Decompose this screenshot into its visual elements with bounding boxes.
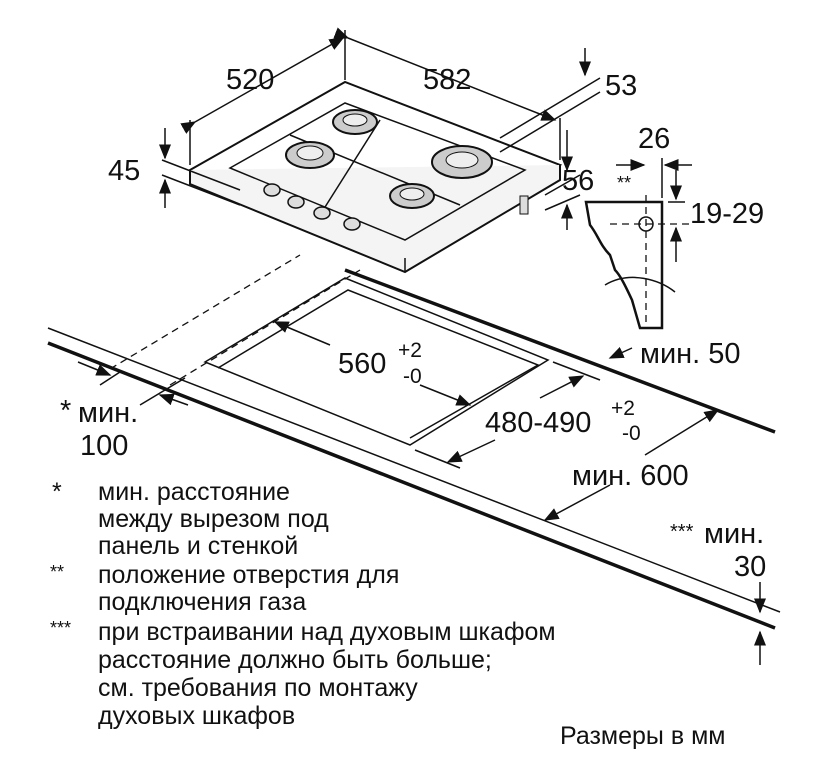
control-knobs [263, 183, 361, 231]
dim-min-depth: мин. 600 [572, 460, 689, 492]
burner-front-left [285, 141, 335, 169]
burner-rear-left [332, 109, 378, 135]
burner-rear-right [431, 145, 493, 179]
dim-cutout-width: 560 [338, 348, 386, 380]
dim-depth-582: 582 [423, 64, 471, 96]
footnotes: * мин. расстояние между вырезом под пане… [50, 478, 556, 730]
dim-width-520: 520 [226, 64, 274, 96]
gas-marker: ** [617, 173, 631, 193]
note-1-marker: * [52, 478, 62, 506]
note-2-line: подключения газа [98, 588, 306, 616]
note-3-line: при встраивании над духовым шкафом [98, 618, 556, 646]
note-1-line: мин. расстояние [98, 478, 290, 506]
dim-cutout-width-tol-plus: +2 [398, 339, 422, 362]
dim-cutout-width-tol-minus: -0 [403, 365, 422, 388]
dim-gas-height: 19-29 [690, 198, 764, 230]
countertop [47, 268, 781, 630]
note-2-line: положение отверстия для [98, 561, 399, 589]
dim-min-oven-stars: *** [670, 521, 694, 543]
dimension-lines [77, 27, 766, 665]
dim-min-oven-label: мин. [704, 518, 764, 550]
note-1-line: панель и стенкой [98, 532, 298, 560]
burner-front-right [389, 183, 435, 209]
dim-height-53: 53 [605, 70, 637, 102]
dim-cutout-depth: 480-490 [485, 407, 591, 439]
note-3-marker: *** [50, 618, 71, 638]
note-3-line: см. требования по монтажу [98, 674, 418, 702]
gas-hob [187, 80, 563, 274]
dim-min-side-value: 100 [80, 430, 128, 462]
units-note: Размеры в мм [560, 722, 725, 750]
dim-height-45: 45 [108, 155, 140, 187]
note-1-line: между вырезом под [98, 505, 329, 533]
dim-min-oven-value: 30 [734, 551, 766, 583]
note-3-line: расстояние должно быть больше; [98, 646, 492, 674]
dim-cutout-depth-tol-minus: -0 [622, 422, 641, 445]
gas-connection-detail [584, 158, 692, 330]
dim-min-side-star: * [60, 395, 71, 427]
dim-min-back: мин. 50 [640, 338, 741, 370]
cutout [99, 254, 550, 446]
dim-min-side-label: мин. [78, 397, 138, 429]
note-2-marker: ** [50, 562, 64, 582]
dim-cutout-depth-tol-plus: +2 [611, 397, 635, 420]
note-3-line: духовых шкафов [98, 702, 295, 730]
dim-gas-offset-26: 26 [638, 123, 670, 155]
dim-offset-56: 56 [562, 165, 594, 197]
